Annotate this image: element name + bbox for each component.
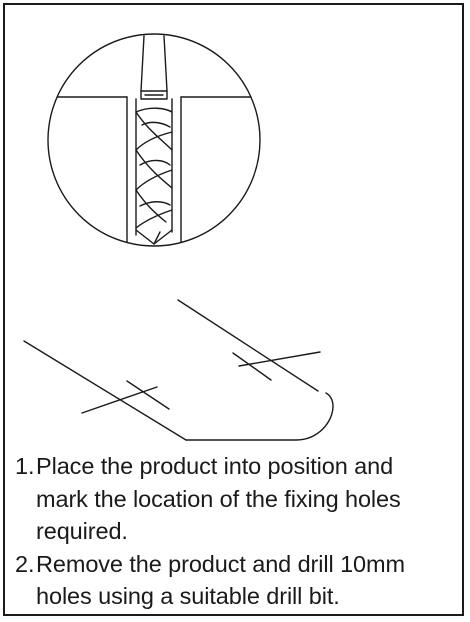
step-2-line-2: holes using a suitable drill bit. bbox=[36, 583, 340, 609]
fixing-hole-mark-right bbox=[232, 351, 321, 381]
instruction-step-1: 1. Place the product into position and m… bbox=[15, 450, 466, 548]
step-2-number: 2. bbox=[15, 550, 35, 577]
instruction-card bbox=[3, 3, 464, 616]
drill-bit-flutes bbox=[135, 98, 173, 245]
step-2-line-1: Remove the product and drill 10mm bbox=[36, 550, 405, 577]
product-edge-left bbox=[23, 340, 187, 441]
instruction-step-2: 2. Remove the product and drill 10mm hol… bbox=[15, 548, 466, 613]
magnifier-circle bbox=[47, 33, 261, 247]
drill-tip bbox=[135, 229, 173, 245]
drill-detail-magnifier bbox=[47, 33, 261, 247]
product-edge-top bbox=[177, 299, 319, 392]
step-1-line-3: required. bbox=[36, 518, 128, 544]
step-1-number: 1. bbox=[15, 453, 35, 479]
product-outline bbox=[23, 299, 334, 441]
fixing-hole-mark-left bbox=[81, 380, 170, 414]
step-1-line-1: Place the product into position and bbox=[36, 453, 394, 479]
drill-shank bbox=[140, 35, 168, 100]
instruction-steps: 1. Place the product into position and m… bbox=[15, 450, 466, 613]
product-rounded-end bbox=[185, 392, 334, 441]
step-1-line-2: mark the location of the fixing holes bbox=[36, 485, 401, 512]
